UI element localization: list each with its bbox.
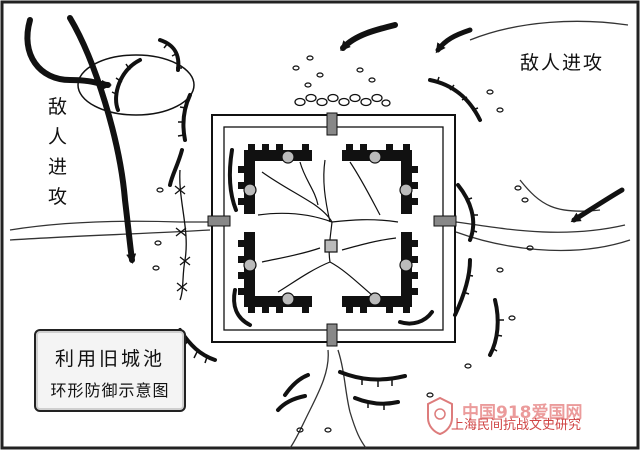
wall-crenellations (238, 144, 418, 313)
defense-trenches (114, 38, 500, 412)
city-gates (207, 112, 457, 347)
barricade-north (294, 93, 391, 107)
enemy-attack-label-left: 敌人进攻 (48, 92, 74, 212)
headquarters-marker (324, 239, 338, 253)
legend-title-line1: 利用旧城池 (54, 348, 165, 370)
city-streets (257, 159, 399, 296)
legend-title-line2: 环形防御示意图 (50, 381, 170, 400)
watermark-subtitle: 上海民间抗战文史研究 (451, 418, 582, 433)
watermark-seal-icon (427, 396, 453, 436)
legend-box: 利用旧城池 环形防御示意图 (34, 329, 186, 412)
enemy-attack-text-left: 敌人进攻 (48, 96, 68, 208)
barbed-wire-left (174, 169, 191, 301)
enemy-camp-ellipse (77, 54, 195, 116)
enemy-attack-arrows (24, 15, 625, 264)
enemy-attack-label-right: 敌人进攻 (520, 52, 605, 74)
scattered-mines (152, 55, 534, 433)
trench-ticks (111, 42, 504, 410)
city-walls (244, 150, 412, 307)
watermark-site-name: 中国918爱国网 (462, 403, 583, 423)
watch-towers (243, 150, 413, 306)
